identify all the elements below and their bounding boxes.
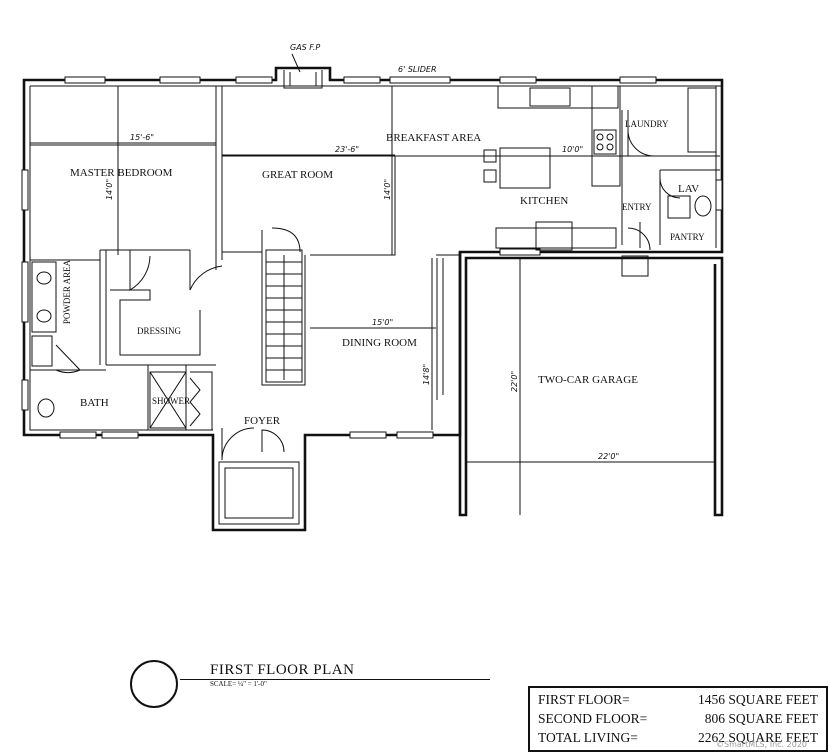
dimension-garage-width: 22'0" (598, 452, 619, 461)
room-label-kitchen: KITCHEN (520, 195, 568, 207)
doors (55, 129, 681, 461)
room-label-powder-area: POWDER AREA (62, 259, 72, 324)
title-block: FIRST FLOOR PLAN SCALE= ¼" = 1'-0" (130, 660, 510, 708)
area-row-first-floor: FIRST FLOOR= 1456 SQUARE FEET (538, 692, 818, 712)
windows (21, 76, 723, 439)
area-label: TOTAL LIVING= (538, 730, 638, 745)
dimension-lines (30, 86, 716, 515)
floor-plan-drawing: MASTER BEDROOM GREAT ROOM BREAKFAST AREA… (21, 43, 724, 532)
dimension-kitchen: 10'0" (562, 145, 583, 154)
room-label-bath: BATH (80, 397, 109, 409)
area-label: FIRST FLOOR= (538, 692, 630, 707)
plan-title: FIRST FLOOR PLAN (210, 662, 355, 678)
room-label-dining-room: DINING ROOM (342, 337, 417, 349)
area-value: 1456 SQUARE FEET (697, 692, 818, 707)
room-label-laundry: LAUNDRY (625, 119, 669, 129)
annotation-gas-fp: GAS F.P (290, 43, 320, 52)
room-label-dressing: DRESSING (137, 326, 182, 336)
plan-scale: SCALE= ¼" = 1'-0" (210, 680, 267, 688)
room-label-garage: TWO-CAR GARAGE (538, 374, 638, 386)
room-label-breakfast-area: BREAKFAST AREA (386, 132, 481, 144)
title-circle (130, 660, 178, 708)
kitchen-fixtures (483, 85, 717, 277)
room-label-master-bedroom: MASTER BEDROOM (70, 167, 173, 179)
bath-fixtures (31, 261, 213, 430)
fireplace (283, 70, 323, 89)
dimension-dining-width: 15'0" (372, 318, 393, 327)
room-label-entry: ENTRY (622, 202, 652, 212)
room-label-shower: SHOWER (152, 396, 190, 406)
area-label: SECOND FLOOR= (538, 711, 648, 726)
front-porch (218, 461, 300, 525)
annotation-gas-fp-leader (291, 53, 301, 73)
dimension-garage-depth: 22'0" (510, 371, 519, 392)
watermark: ©SmartMLS, Inc. 2020 (716, 740, 807, 749)
staircase (265, 227, 303, 383)
room-label-pantry: PANTRY (670, 232, 705, 242)
title-underline (180, 679, 490, 680)
dimension-great-width: 23'-6" (335, 145, 359, 154)
room-label-lav: LAV (678, 183, 699, 195)
area-row-second-floor: SECOND FLOOR= 806 SQUARE FEET (538, 711, 818, 731)
annotation-slider: 6' SLIDER (398, 65, 437, 74)
area-row-total-living: TOTAL LIVING= 2262 SQUARE FEET (538, 730, 818, 750)
garage-walls (436, 252, 724, 517)
dimension-great-depth: 14'0" (383, 179, 392, 200)
room-label-foyer: FOYER (244, 415, 281, 427)
room-label-great-room: GREAT ROOM (262, 169, 333, 181)
dimension-dining-depth: 14'8" (422, 364, 431, 385)
dimension-master-depth: 14'0" (105, 179, 114, 200)
area-summary-table: FIRST FLOOR= 1456 SQUARE FEET SECOND FLO… (528, 686, 828, 752)
dimension-master-width: 15'-6" (130, 133, 154, 142)
area-value: 2262 SQUARE FEET (697, 730, 818, 745)
area-value: 806 SQUARE FEET (704, 711, 818, 726)
